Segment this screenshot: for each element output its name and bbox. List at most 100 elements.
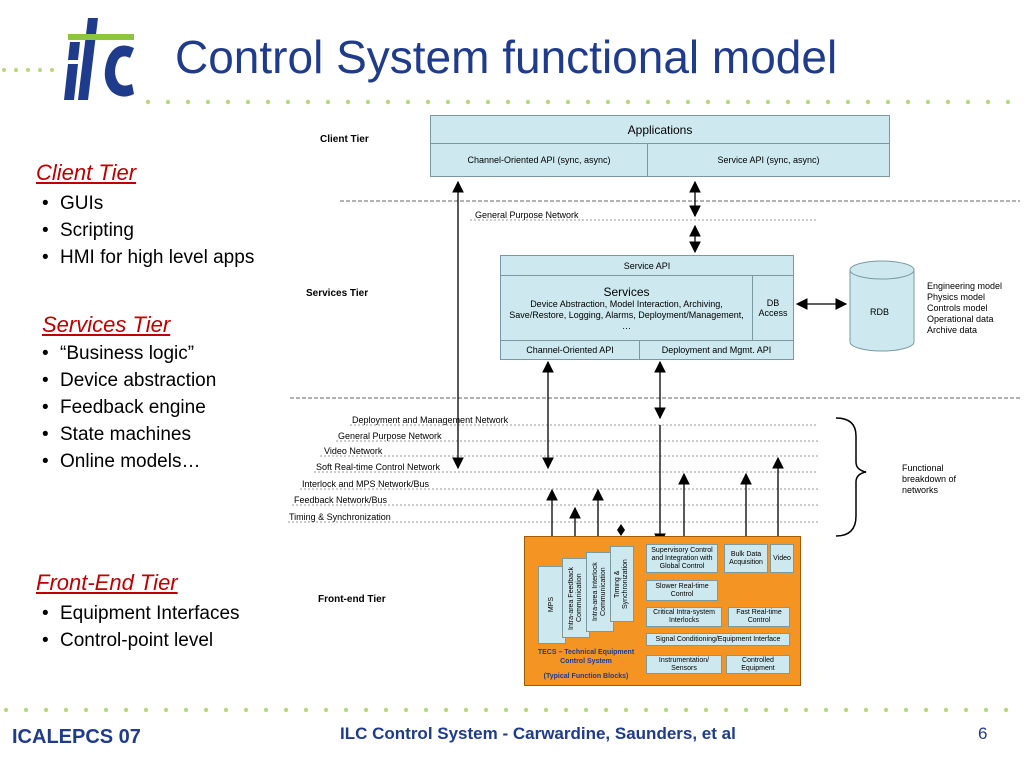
decorative-dot [3,707,9,713]
decorative-dot [703,707,709,713]
frontend-tier-heading: Front-End Tier [36,570,178,595]
decorative-dot [183,707,189,713]
ilc-logo [64,18,134,100]
decorative-dot [425,99,431,105]
timing-sync-label: Timing & Synchronization [614,559,629,609]
service-api-box: Service API (sync, async) [647,143,890,177]
network-label: Interlock and MPS Network/Bus [302,479,430,489]
decorative-dot [983,707,989,713]
decorative-dot [165,99,171,105]
decorative-dot [825,99,831,105]
decorative-dot [523,707,529,713]
services-tier-label: Services Tier [306,288,369,299]
slower-realtime-box: Slower Real-time Control [646,580,718,601]
rdb-note: Controls model [927,303,988,313]
decorative-dot [563,707,569,713]
decorative-dot [545,99,551,105]
decorative-dot [385,99,391,105]
decorative-dot [605,99,611,105]
decorative-dot [205,99,211,105]
decorative-dot [863,707,869,713]
decorative-dot [603,707,609,713]
decorative-dot [463,707,469,713]
decorative-dot [123,707,129,713]
services-tier-item: Online models… [36,448,216,475]
decorative-dot [503,707,509,713]
decorative-dot [363,707,369,713]
instrumentation-box: Instrumentation/ Sensors [646,655,722,674]
bulk-daq-box: Bulk Data Acquisition [724,544,768,573]
client-tier-section: Client Tier GUIs Scripting HMI for high … [36,160,254,271]
decorative-dot [843,707,849,713]
decorative-dot [625,99,631,105]
footer-authors: ILC Control System - Carwardine, Saunder… [340,724,736,743]
interlock-comm-box: Intra-area Interlock Communication [586,552,614,632]
db-access-box: DB Access [752,275,794,341]
service-api-header: Service API [500,255,794,276]
supervisory-box: Supervisory Control and Integration with… [646,544,718,573]
decorative-dot [23,707,29,713]
decorative-dot [765,99,771,105]
decorative-dot [803,707,809,713]
decorative-dot [805,99,811,105]
decorative-dot [585,99,591,105]
decorative-dot [245,99,251,105]
rdb-note: Engineering model [927,281,1003,291]
services-tier-item: “Business logic” [36,340,216,367]
decorative-dot [203,707,209,713]
decorative-dot [103,707,109,713]
functional-breakdown-note: Functional breakdown of networks [902,463,956,496]
decorative-dot [83,707,89,713]
client-tier-item: GUIs [36,190,254,217]
tecs-subtitle: (Typical Function Blocks) [543,673,629,680]
decorative-dot [323,707,329,713]
decorative-dot [525,99,531,105]
frontend-tier-item: Equipment Interfaces [36,600,240,627]
decorative-dot [705,99,711,105]
decorative-dot [763,707,769,713]
decorative-dots-top [2,68,54,72]
decorative-dot [365,99,371,105]
decorative-dot [485,99,491,105]
mps-label: MPS [548,597,555,613]
functional-note-line: Functional [902,463,944,473]
decorative-dot [845,99,851,105]
decorative-dot [723,707,729,713]
deploy-api-box: Deployment and Mgmt. API [639,340,794,360]
functional-note-line: networks [902,485,939,495]
decorative-dot [483,707,489,713]
decorative-dot [783,707,789,713]
services-channel-api-box: Channel-Oriented API [500,340,640,360]
decorative-dot [445,99,451,105]
decorative-dot [443,707,449,713]
decorative-dot [243,707,249,713]
services-tier-item: State machines [36,421,216,448]
network-label: Video Network [324,446,383,456]
tecs-title: TECS – Technical Equipment Control Syste… [537,649,635,665]
decorative-dot [685,99,691,105]
services-tier-section: Services Tier “Business logic” Device ab… [42,312,216,475]
decorative-dot [265,99,271,105]
applications-box: Applications [430,115,890,144]
frontend-tier-label: Front-end Tier [318,594,386,605]
footer-conference: ICALEPCS 07 [12,726,141,748]
interlock-comm-label: Intra-area Interlock Communication [592,562,607,622]
decorative-dot [943,707,949,713]
decorative-dot [985,99,991,105]
services-box: Services Device Abstraction, Model Inter… [500,275,753,341]
channel-api-box: Channel-Oriented API (sync, async) [430,143,648,177]
rdb-notes: Engineering model Physics model Controls… [927,281,1002,336]
decorative-dot [223,707,229,713]
decorative-dot [185,99,191,105]
decorative-dot [683,707,689,713]
decorative-dot [665,99,671,105]
page-number: 6 [978,724,988,743]
controlled-equipment-box: Controlled Equipment [726,655,790,674]
rdb-note: Operational data [927,314,994,324]
decorative-dot [63,707,69,713]
rdb-cylinder [849,260,915,352]
client-tier-item: Scripting [36,217,254,244]
decorative-dot [905,99,911,105]
decorative-dot [465,99,471,105]
